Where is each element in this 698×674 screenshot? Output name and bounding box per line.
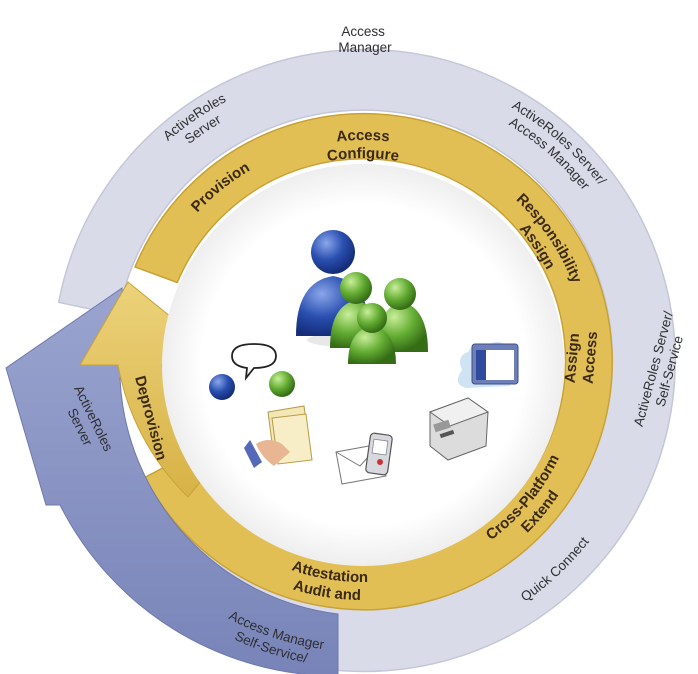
center-area <box>162 164 564 566</box>
stage-configure-access: Configure Access <box>326 127 400 165</box>
envelope-phone-icon <box>335 432 393 485</box>
tool-access-manager-top: Access Manager <box>338 24 392 55</box>
svg-text:Access: Access <box>336 127 391 146</box>
users-group-icon <box>296 230 428 364</box>
folder-document-icon <box>244 405 313 468</box>
svg-text:Access Manager: Access Manager <box>338 24 392 55</box>
inner-ring <box>134 113 613 611</box>
chat-users-icon <box>209 343 295 400</box>
web-window-icon <box>457 342 519 388</box>
svg-text:Assign Access: Assign Access <box>562 328 602 385</box>
printer-icon <box>428 397 490 461</box>
svg-text:Configure: Configure <box>326 145 400 165</box>
stage-assign-access: Assign Access <box>562 328 602 385</box>
